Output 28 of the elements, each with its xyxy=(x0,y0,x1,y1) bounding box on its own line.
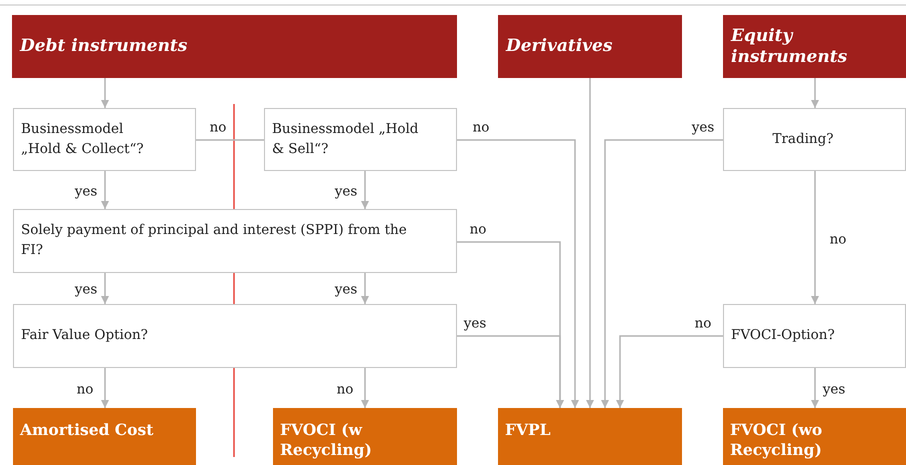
arrow xyxy=(101,273,109,304)
arrow xyxy=(101,368,109,408)
decision-box: Fair Value Option? xyxy=(13,304,457,368)
arrow xyxy=(361,171,369,209)
arrow xyxy=(361,273,369,304)
decision-box: Solely payment of principal and interest (SPPI) from the FI? xyxy=(13,209,457,273)
arrow xyxy=(101,78,109,108)
arrow xyxy=(811,78,819,108)
arrow xyxy=(361,368,369,408)
arrow xyxy=(101,171,109,209)
arrow xyxy=(811,368,819,408)
result-box: FVPL xyxy=(498,408,682,465)
category-header: Equity instruments xyxy=(723,15,906,78)
decision-box: Trading? xyxy=(723,108,906,171)
arrow xyxy=(457,139,579,408)
arrow xyxy=(586,78,594,408)
decision-box: Businessmodel „Hold & Collect“? xyxy=(13,108,196,171)
arrow xyxy=(457,335,564,408)
decision-box: Businessmodel „Hold & Sell“? xyxy=(264,108,457,171)
result-box: Amortised Cost xyxy=(13,408,196,465)
category-header: Debt instruments xyxy=(12,15,457,78)
arrow xyxy=(811,171,819,304)
arrow xyxy=(601,139,723,408)
category-header: Derivatives xyxy=(498,15,682,78)
arrow xyxy=(616,335,723,408)
result-box: FVOCI (wo Recycling) xyxy=(723,408,906,465)
result-box: FVOCI (w Recycling) xyxy=(273,408,457,465)
decision-box: FVOCI-Option? xyxy=(723,304,906,368)
